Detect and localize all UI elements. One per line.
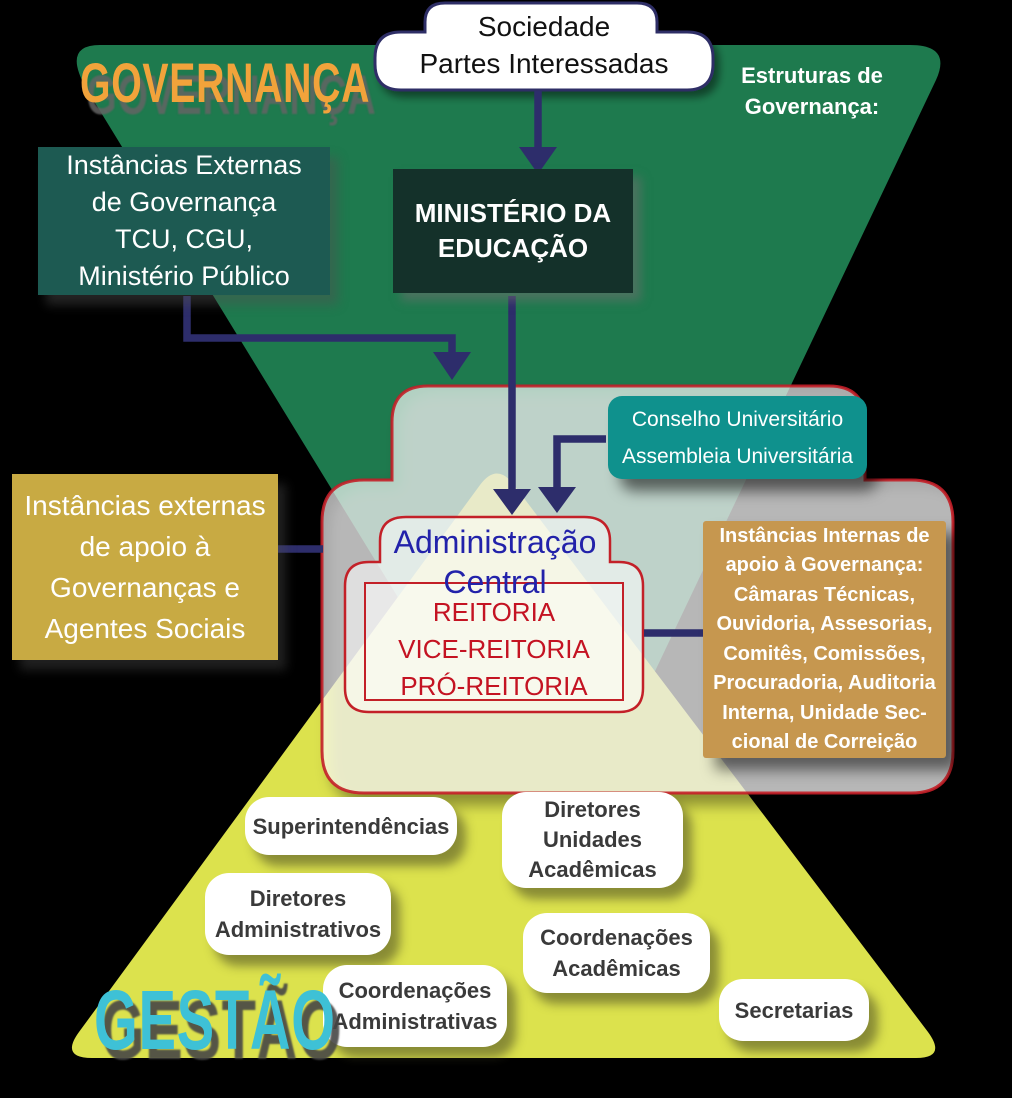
reitoria-box [364, 582, 624, 701]
instancias-externas-governanca-box: Instâncias Externas de Governança TCU, C… [38, 147, 330, 295]
coordenacoes-academicas-box: Coordenações Acadêmicas [523, 913, 710, 993]
sociedade-box [373, 1, 715, 92]
admin-central-title: Administração Central [393, 524, 597, 600]
ministerio-box: MINISTÉRIO DA EDUCAÇÃO [393, 169, 633, 293]
instancias-externas-apoio-box: Instâncias externas de apoio à Governanç… [12, 474, 278, 660]
gestao-label: GESTÃO [94, 973, 336, 1067]
diretores-administrativos-box: Diretores Administrativos [205, 873, 391, 955]
diretores-unidades-academicas-box: Diretores Unidades Acadêmicas [502, 792, 683, 888]
sociedade-label: Sociedade Partes Interessadas [419, 11, 669, 79]
governanca-label: GOVERNANÇA [80, 51, 371, 114]
arrowheads [433, 147, 576, 515]
coordenacoes-administrativas-box: Coordenações Administrativas [323, 965, 507, 1047]
connector-arrows [183, 91, 704, 637]
reitoria-label: REITORIA VICE-REITORIA PRÓ-REITORIA [398, 597, 590, 701]
admin-central-card [343, 515, 645, 714]
instancias-internas-box: Instâncias Internas de apoio à Governanç… [703, 521, 946, 758]
superintendencias-box: Superintendências [245, 797, 457, 855]
estruturas-heading: Estruturas de Governança: [741, 63, 883, 119]
arrow-conselho-elbow [553, 435, 606, 487]
arrow-externas-elbow [183, 296, 456, 352]
secretarias-box: Secretarias [719, 979, 869, 1041]
conselho-box: Conselho Universitário Assembleia Univer… [608, 396, 867, 479]
